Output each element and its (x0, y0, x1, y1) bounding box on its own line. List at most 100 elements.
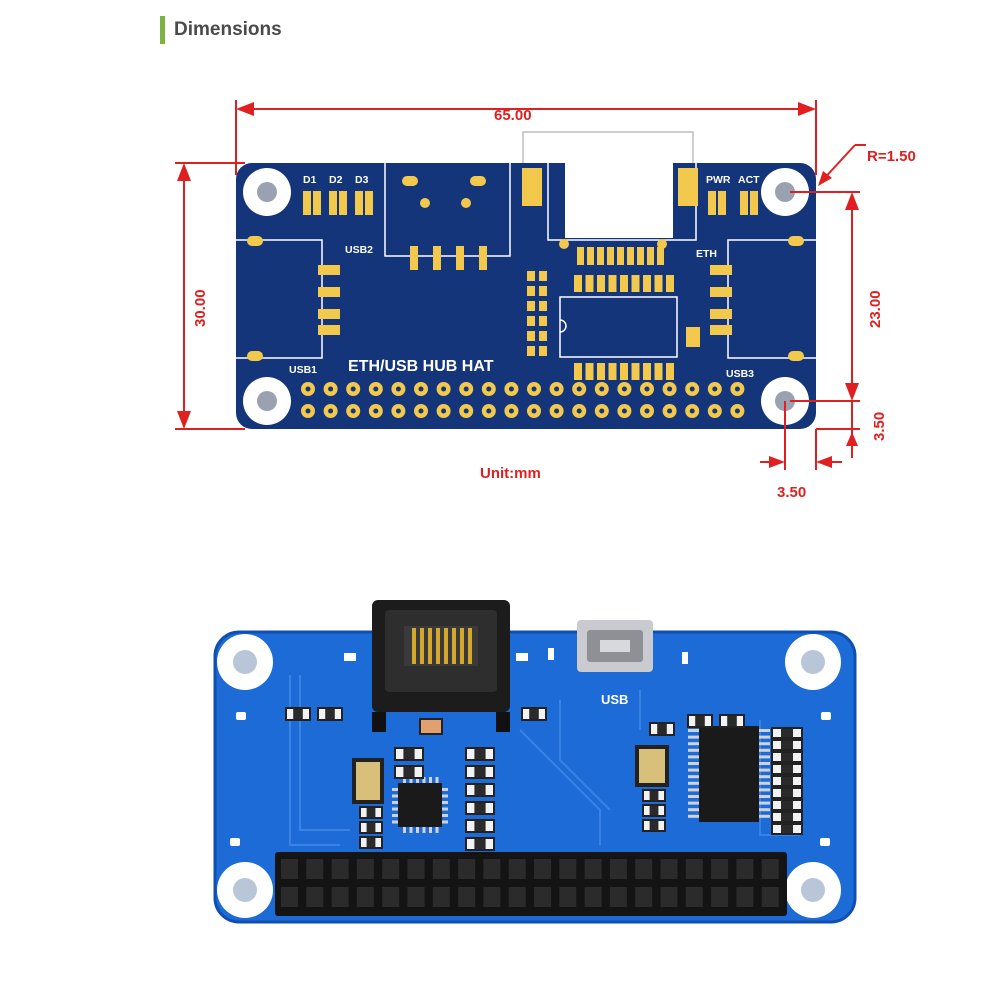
dim-hole-spacing-label: 23.00 (867, 290, 884, 328)
dim-hole-offset-y-label: 3.50 (871, 412, 888, 441)
ic-pad (643, 363, 651, 380)
ic-pad (597, 275, 605, 292)
slot-pad (247, 351, 263, 361)
usb1-pad (318, 265, 340, 275)
res-pad (527, 286, 535, 296)
slot-pad (788, 236, 804, 246)
label-d1: D1 (303, 174, 317, 186)
led-pad (718, 191, 726, 215)
res-pad (527, 301, 535, 311)
ic-pad (608, 275, 617, 292)
dim-hole-offset-x-label: 3.50 (777, 484, 806, 501)
led-pad (750, 191, 758, 215)
usb1-pad (318, 325, 340, 335)
res-pad (539, 271, 547, 281)
slot-pad (402, 176, 418, 186)
via-pad (559, 239, 569, 249)
res-pad (539, 346, 547, 356)
dim-corner-radius-label: R=1.50 (867, 148, 916, 165)
res-pad (527, 346, 535, 356)
res-pad (527, 316, 535, 326)
ethernet-socket (565, 163, 673, 238)
label-d3: D3 (355, 174, 369, 186)
usb3-pad (710, 325, 732, 335)
eth-pin-pad (607, 247, 614, 265)
ic-pad (643, 275, 651, 292)
led-pad (708, 191, 716, 215)
board-photo: USB (213, 600, 857, 924)
eth-pin-pad (577, 247, 584, 265)
res-pad (527, 331, 535, 341)
usb3-pad (710, 309, 732, 319)
section-header: Dimensions (160, 16, 282, 44)
gpio-header (275, 852, 787, 916)
eth-pin-pad (647, 247, 654, 265)
slot-pad (247, 236, 263, 246)
label-act: ACT (738, 174, 760, 186)
led-pad (329, 191, 337, 215)
eth-pad (522, 168, 542, 206)
cap-pad (686, 327, 700, 347)
photo-components (352, 718, 759, 827)
usb1-pad (318, 287, 340, 297)
usb2-pad (479, 246, 487, 270)
led-pad (313, 191, 321, 215)
slot-pad (788, 351, 804, 361)
ic-pad (585, 363, 594, 380)
crystal-1 (352, 758, 384, 804)
ic-pad (631, 363, 640, 380)
usb1-pad (318, 309, 340, 319)
section-title: Dimensions (174, 19, 282, 40)
ic-pad (620, 275, 628, 292)
slot-pad (470, 176, 486, 186)
eth-pad (678, 168, 698, 206)
dimension-drawing: D1 D2 D3 PWR ACT USB2 ETH USB1 USB3 ETH/… (175, 100, 916, 501)
via-pad (461, 198, 471, 208)
unit-label: Unit:mm (480, 465, 541, 482)
gpio-header-pads (301, 382, 745, 418)
ic-pad (654, 363, 663, 380)
driver-ic (699, 726, 759, 822)
ic-pad (631, 275, 640, 292)
ic-pad (654, 275, 663, 292)
label-eth: ETH (696, 248, 717, 260)
usb2-pad (456, 246, 464, 270)
label-usb3: USB3 (726, 368, 754, 380)
eth-pin-pad (627, 247, 634, 265)
res-pad (539, 316, 547, 326)
led-pad (303, 191, 311, 215)
label-pwr: PWR (706, 174, 731, 186)
dim-width-label: 65.00 (494, 107, 532, 124)
led-pad (365, 191, 373, 215)
rj45-socket (372, 600, 510, 732)
ic-pad (666, 275, 674, 292)
eth-pin-pad (637, 247, 644, 265)
ic-pad (597, 363, 605, 380)
section-accent-bar (160, 16, 165, 44)
eth-pin-pad (587, 247, 594, 265)
eth-pin-pad (617, 247, 624, 265)
res-pad (539, 301, 547, 311)
photo-usb-label: USB (601, 692, 628, 707)
led-component (419, 718, 443, 735)
ic-pad (620, 363, 628, 380)
ic-pad (666, 363, 674, 380)
eth-pin-pad (597, 247, 604, 265)
ic-pad (574, 275, 582, 292)
eth-pin-pad (657, 247, 664, 265)
ic-pad (574, 363, 582, 380)
smd-parts (285, 707, 803, 851)
label-d2: D2 (329, 174, 343, 186)
label-usb1: USB1 (289, 364, 317, 376)
usb2-pad (433, 246, 441, 270)
led-pad (740, 191, 748, 215)
photo-mount-holes (217, 634, 841, 918)
dim-height-label: 30.00 (192, 289, 209, 327)
led-pad (339, 191, 347, 215)
res-pad (539, 331, 547, 341)
via-pad (657, 239, 667, 249)
usb3-pad (710, 287, 732, 297)
label-usb2: USB2 (345, 244, 373, 256)
res-pad (527, 271, 535, 281)
usb-hub-ic (398, 783, 442, 827)
